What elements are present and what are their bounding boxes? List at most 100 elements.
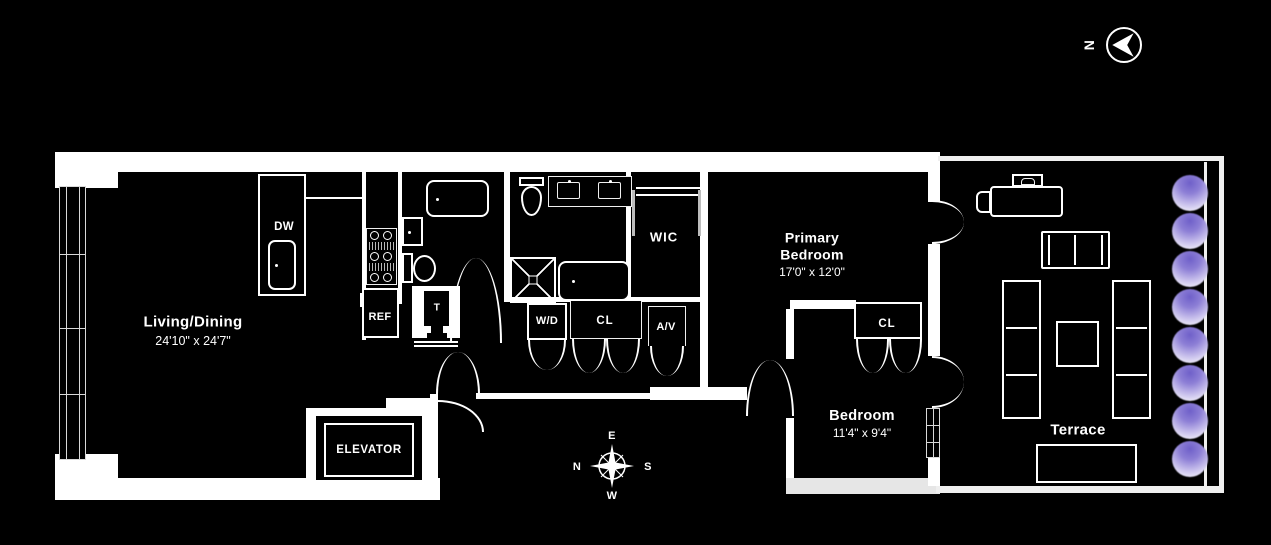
door-swing-icon	[746, 360, 794, 416]
grill-icon	[990, 186, 1063, 217]
wall-segment	[790, 300, 856, 309]
refrigerator-icon	[362, 288, 399, 338]
wc-inset	[424, 291, 449, 326]
living-dining-label: Living/Dining	[143, 313, 243, 331]
vanity	[548, 176, 632, 207]
bedroom-dims: 11'4" x 9'4"	[832, 426, 892, 440]
elevator-cab	[324, 423, 414, 477]
toilet-icon	[402, 253, 413, 283]
plant-icon	[1172, 175, 1208, 211]
plant-icon	[1172, 289, 1208, 325]
wall-segment	[504, 172, 510, 302]
wall-segment	[626, 172, 631, 302]
bathtub-icon	[558, 261, 630, 301]
compass-rose-icon	[590, 444, 634, 488]
door-swing-icon	[889, 339, 922, 373]
av-closet-label: A/V	[656, 321, 676, 333]
wall-segment	[55, 152, 118, 188]
bedroom-label: Bedroom	[829, 408, 895, 424]
plant-icon	[1172, 441, 1208, 477]
shower-icon	[510, 257, 556, 303]
wall-segment	[362, 172, 366, 340]
living-dining-dims: 24'10" x 24'7"	[155, 334, 231, 348]
door-swing-icon	[606, 339, 640, 373]
bedroom-closet-label: CL	[878, 318, 896, 330]
washer-dryer-closet	[527, 303, 567, 340]
terrace-wall	[938, 156, 1224, 161]
stove-icon	[366, 228, 397, 285]
sink-icon	[402, 217, 423, 246]
grill-side-shelf	[976, 191, 991, 213]
wall-segment	[928, 456, 940, 486]
door-swing-icon	[856, 339, 889, 373]
toilet-icon	[413, 255, 436, 282]
wall-segment	[650, 387, 747, 400]
wall-segment	[928, 152, 940, 202]
plant-icon	[1172, 403, 1208, 439]
toilet-icon	[521, 186, 542, 216]
terrace-label: Terrace	[1050, 421, 1106, 439]
north-arrow-icon	[1106, 27, 1142, 63]
door-swing-icon	[932, 356, 964, 408]
dishwasher-label: DW	[274, 221, 294, 233]
sofa-icon	[1002, 280, 1041, 419]
terrace-planter-fence	[1204, 162, 1207, 490]
closet-rod-bracket	[632, 190, 635, 236]
washer-dryer-label: W/D	[535, 315, 559, 327]
wall-segment	[700, 172, 708, 388]
bathtub-icon	[426, 180, 489, 217]
wic-label: WIC	[649, 229, 679, 245]
closet-rod	[636, 194, 700, 196]
door-swing-icon	[932, 200, 964, 244]
door-swing-icon	[438, 400, 484, 432]
wall-segment	[786, 478, 940, 494]
primary-bedroom-dims: 17'0" x 12'0"	[779, 265, 845, 279]
plant-icon	[1172, 365, 1208, 401]
wall-segment	[398, 172, 402, 304]
compass-east-label: E	[608, 430, 616, 442]
wc-toilet-icon	[431, 326, 443, 333]
door-swing-icon	[572, 339, 606, 373]
grill-hood	[1012, 174, 1043, 187]
wc-toilet-icon	[427, 333, 447, 338]
coffee-table-icon	[1056, 321, 1099, 367]
elevator-label: ELEVATOR	[336, 444, 402, 456]
compass-west-label: W	[606, 490, 618, 502]
console-table-icon	[1036, 444, 1137, 483]
door-swing-icon	[528, 340, 566, 370]
loveseat-icon	[1041, 231, 1110, 269]
av-closet	[648, 306, 686, 346]
wall-segment	[786, 309, 794, 359]
compass-north-label: N	[572, 461, 582, 473]
sink-icon	[557, 180, 580, 199]
wall-segment	[786, 418, 794, 480]
door-swing-icon	[650, 346, 684, 376]
bedroom-closet	[854, 302, 922, 339]
wall-segment	[928, 244, 940, 356]
sofa-icon	[1112, 280, 1151, 419]
wall-segment	[55, 152, 940, 172]
door-swing-icon	[436, 352, 480, 394]
wall-segment	[430, 394, 438, 496]
terrace-wall	[1219, 156, 1224, 493]
hall-closet	[570, 301, 642, 339]
toilet-icon	[519, 177, 544, 186]
wc-threshold	[414, 345, 458, 347]
wall-segment	[476, 393, 652, 399]
wall-segment	[386, 398, 436, 408]
kitchen-sink-icon	[268, 240, 296, 290]
plant-icon	[1172, 213, 1208, 249]
refrigerator-handle	[360, 293, 363, 307]
toilet-closet-label: T	[433, 302, 441, 314]
window	[926, 408, 940, 458]
counter-edge	[305, 197, 363, 199]
closet-rod	[636, 187, 700, 189]
north-label: N	[1081, 39, 1097, 51]
primary-bedroom-label: Primary Bedroom	[780, 229, 844, 262]
terrace-wall	[936, 486, 1224, 493]
compass-south-label: S	[644, 461, 652, 473]
plant-icon	[1172, 251, 1208, 287]
wc-threshold	[414, 341, 458, 343]
plant-icon	[1172, 327, 1208, 363]
